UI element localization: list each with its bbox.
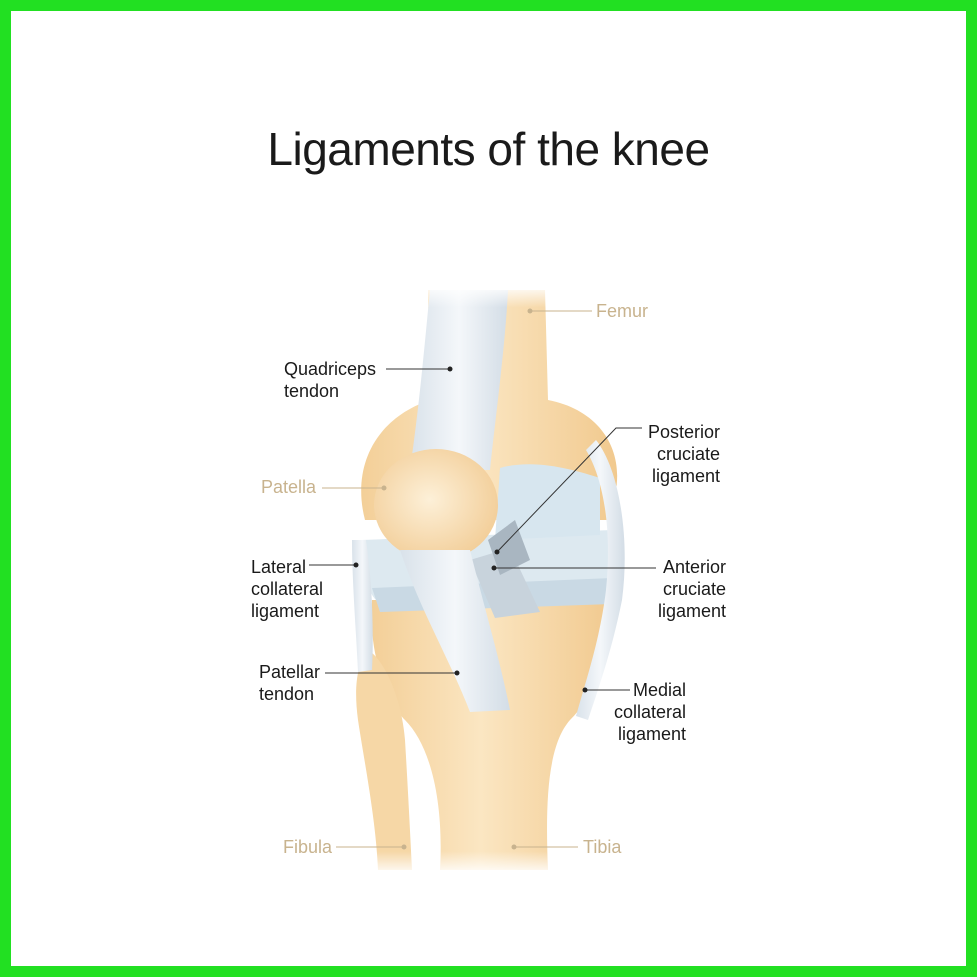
label-posterior-cruciate-ligament: Posterior cruciate ligament [647, 422, 720, 486]
label-medial-collateral-ligament: Medial collateral ligament [613, 680, 686, 744]
medial-collateral-ligament [576, 440, 625, 720]
label-patella: Patella [261, 477, 317, 497]
label-patellar-tendon: Patellar tendon [259, 662, 321, 704]
label-fibula: Fibula [283, 837, 333, 857]
label-lateral-collateral-ligament: Lateral collateral ligament [251, 557, 324, 621]
tibia-bone [371, 600, 614, 870]
leader-lines [309, 308, 656, 850]
label-anterior-cruciate-ligament: Anterior cruciate ligament [657, 557, 726, 621]
patella-bone [374, 449, 498, 561]
diagram-title: Ligaments of the knee [267, 123, 710, 175]
label-femur: Femur [596, 301, 649, 321]
lateral-collateral-ligament [352, 540, 373, 672]
label-quadriceps-tendon: Quadriceps tendon [284, 359, 377, 401]
label-tibia: Tibia [583, 837, 622, 857]
anterior-cruciate-ligament [470, 548, 540, 618]
posterior-cruciate-ligament [488, 520, 530, 575]
patellar-tendon [400, 550, 510, 712]
